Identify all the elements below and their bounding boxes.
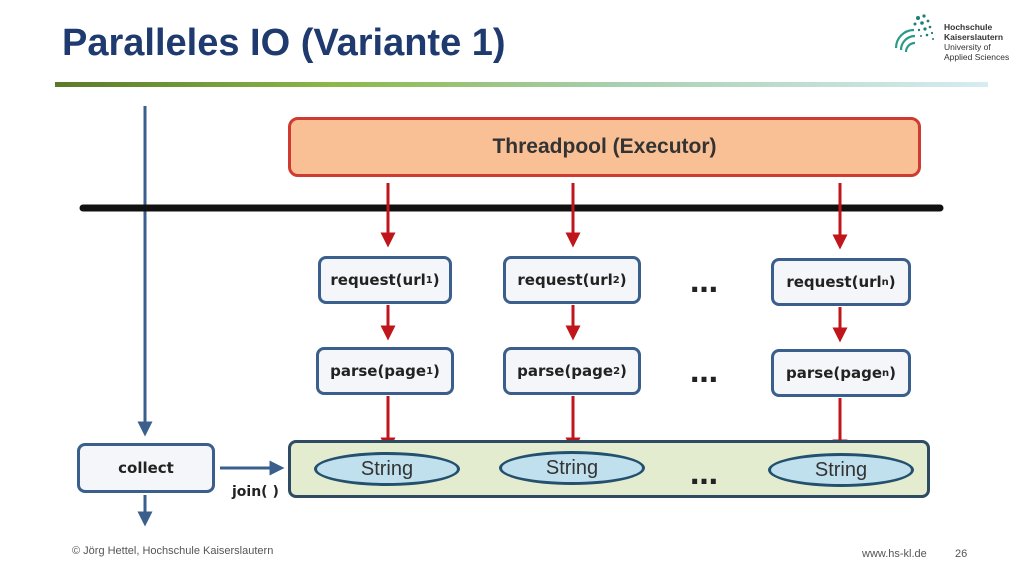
logo-line: Hochschule [944, 22, 993, 32]
footer-copyright: © Jörg Hettel, Hochschule Kaiserslautern [72, 545, 274, 557]
logo-line: Kaiserslautern [944, 32, 1004, 42]
request-label: request(url [517, 271, 613, 289]
request-suffix: ) [619, 271, 627, 289]
parse-label: parse(page [330, 362, 427, 380]
join-label: join( ) [232, 484, 279, 500]
parse-suffix: ) [433, 362, 440, 380]
request-subscript: 1 [425, 274, 433, 286]
university-logo-icon [894, 14, 934, 53]
parse-label: parse(page [517, 362, 614, 380]
university-logo-text: Hochschule Kaiserslautern University of … [944, 22, 1009, 62]
logo-line: University of [944, 42, 991, 52]
page-number: 26 [955, 548, 968, 560]
ellipsis-parses: … [690, 356, 719, 389]
threadpool-box: Threadpool (Executor) [288, 117, 921, 177]
request-subscript: 2 [612, 274, 620, 286]
title-underline [55, 82, 988, 87]
parse-subscript: n [882, 367, 890, 379]
request-label: request(url [330, 271, 426, 289]
result-string-1: String [314, 452, 460, 486]
result-string-n: String [768, 453, 914, 487]
request-subscript: n [881, 276, 889, 288]
parse-subscript: 2 [613, 365, 621, 377]
parse-suffix: ) [889, 364, 896, 382]
logo-line: Applied Sciences [944, 52, 1010, 62]
ellipsis-results: … [690, 458, 719, 491]
request-suffix: ) [432, 271, 440, 289]
parse-suffix: ) [620, 362, 627, 380]
slide-title: Paralleles IO (Variante 1) [62, 22, 506, 64]
collect-box: collect [77, 443, 215, 493]
request-label: request(url [786, 273, 882, 291]
ellipsis-requests: … [690, 266, 719, 299]
result-string-2: String [499, 451, 645, 485]
request-suffix: ) [888, 273, 896, 291]
footer-url[interactable]: www.hs-kl.de [862, 548, 927, 560]
parse-subscript: 1 [426, 365, 434, 377]
parse-label: parse(page [786, 364, 882, 382]
